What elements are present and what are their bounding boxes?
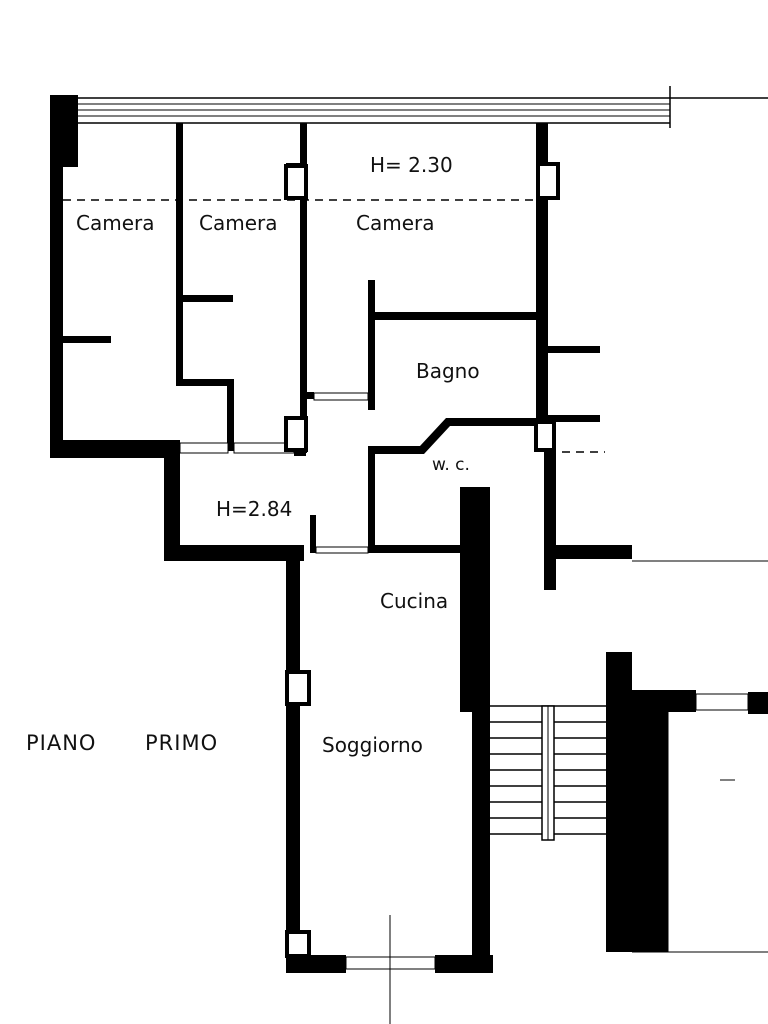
columns <box>284 162 560 958</box>
room-label-wc: w. c. <box>432 455 470 475</box>
top-boundary-lines <box>78 86 768 128</box>
neighbour-outline <box>632 712 768 953</box>
staircase <box>490 705 606 841</box>
room-label-camera-2: Camera <box>199 211 278 235</box>
room-label-cucina: Cucina <box>380 589 448 613</box>
floor-title-left: PIANO <box>26 731 96 755</box>
exterior-walls <box>50 95 768 973</box>
room-label-camera-1: Camera <box>76 211 155 235</box>
room-label-camera-3: Camera <box>356 211 435 235</box>
height-label-upper: H= 2.30 <box>370 153 453 177</box>
room-label-soggiorno: Soggiorno <box>322 733 423 757</box>
room-label-bagno: Bagno <box>416 359 480 383</box>
floor-title-right: PRIMO <box>145 731 218 755</box>
height-label-lower: H=2.84 <box>216 497 292 521</box>
openings <box>179 392 768 1024</box>
